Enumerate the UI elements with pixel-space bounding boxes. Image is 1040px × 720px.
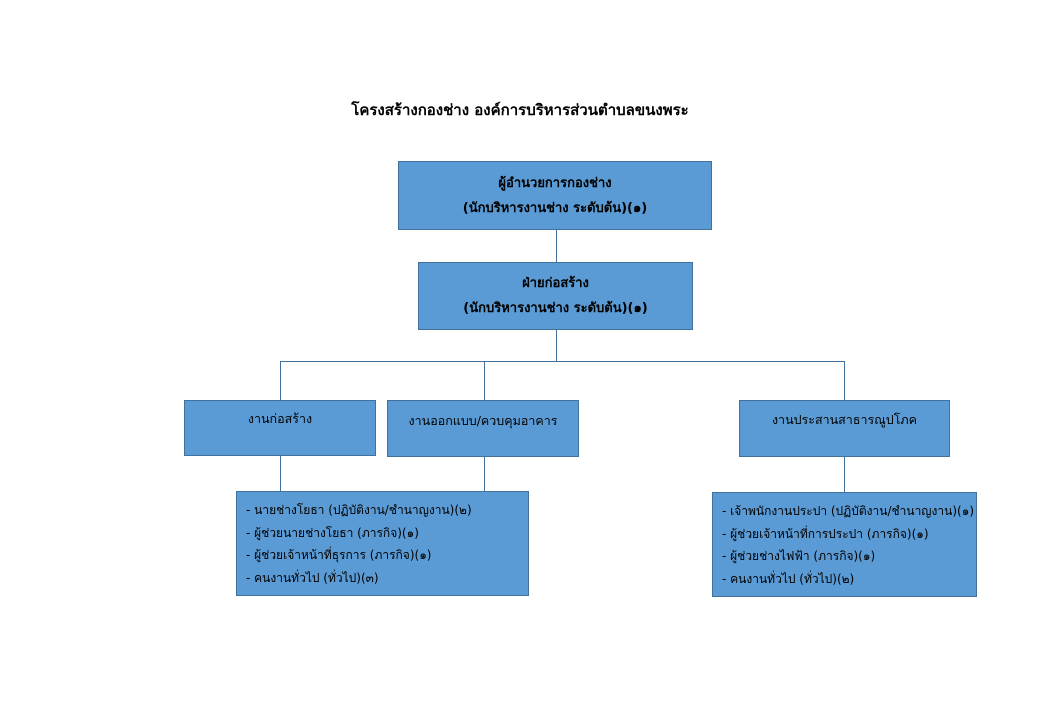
staff-left-item: - นายช่างโยธา (ปฏิบัติงาน/ชำนาญงาน)(๒) bbox=[246, 503, 472, 517]
director-position: (นักบริหารงานช่าง ระดับต้น)(๑) bbox=[462, 200, 648, 216]
staff-left-item: - ผู้ช่วยนายช่างโยธา (ภารกิจ)(๑) bbox=[246, 525, 419, 540]
construction-work-label: งานก่อสร้าง bbox=[247, 411, 313, 426]
construction-dept-box: ฝ่ายก่อสร้าง (นักบริหารงานช่าง ระดับต้น)… bbox=[418, 262, 693, 330]
chart-title: โครงสร้างกองช่าง องค์การบริหารส่วนตำบลขน… bbox=[351, 101, 689, 119]
connector-design-staff bbox=[484, 457, 485, 491]
construction-dept-title: ฝ่ายก่อสร้าง bbox=[522, 276, 589, 291]
design-work-label: งานออกแบบ/ควบคุมอาคาร bbox=[408, 413, 558, 428]
staff-right-item: - ผู้ช่วยเจ้าหน้าที่การประปา (ภารกิจ)(๑) bbox=[722, 526, 929, 541]
connector-bus-construction bbox=[280, 361, 281, 400]
connector-bus-design bbox=[484, 361, 485, 400]
staff-right-item: - เจ้าพนักงานประปา (ปฏิบัติงาน/ชำนาญงาน)… bbox=[722, 504, 974, 518]
staff-list-left: - นายช่างโยธา (ปฏิบัติงาน/ชำนาญงาน)(๒) -… bbox=[236, 491, 529, 596]
design-work-box: งานออกแบบ/ควบคุมอาคาร bbox=[387, 400, 579, 457]
connector-horizontal-bus bbox=[280, 361, 845, 362]
staff-left-item: - คนงานทั่วไป (ทั่วไป)(๓) bbox=[246, 570, 379, 585]
utilities-work-box: งานประสานสาธารณูปโภค bbox=[739, 400, 950, 457]
construction-work-box: งานก่อสร้าง bbox=[184, 400, 376, 456]
utilities-work-label: งานประสานสาธารณูปโภค bbox=[771, 412, 918, 427]
staff-list-right: - เจ้าพนักงานประปา (ปฏิบัติงาน/ชำนาญงาน)… bbox=[712, 492, 977, 597]
connector-director-dept bbox=[556, 230, 557, 262]
staff-right-item: - ผู้ช่วยช่างไฟฟ้า (ภารกิจ)(๑) bbox=[722, 549, 876, 563]
construction-dept-position: (นักบริหารงานช่าง ระดับต้น)(๑) bbox=[463, 301, 648, 316]
director-title: ผู้อำนวยการกองช่าง bbox=[498, 175, 612, 191]
staff-right-item: - คนงานทั่วไป (ทั่วไป)(๒) bbox=[722, 571, 855, 586]
connector-dept-bus bbox=[556, 330, 557, 361]
connector-utilities-staff bbox=[844, 457, 845, 492]
connector-bus-utilities bbox=[844, 361, 845, 400]
director-box: ผู้อำนวยการกองช่าง (นักบริหารงานช่าง ระด… bbox=[398, 161, 712, 230]
connector-construction-staff bbox=[280, 456, 281, 491]
staff-left-item: - ผู้ช่วยเจ้าหน้าที่ธุรการ (ภารกิจ)(๑) bbox=[246, 548, 432, 562]
